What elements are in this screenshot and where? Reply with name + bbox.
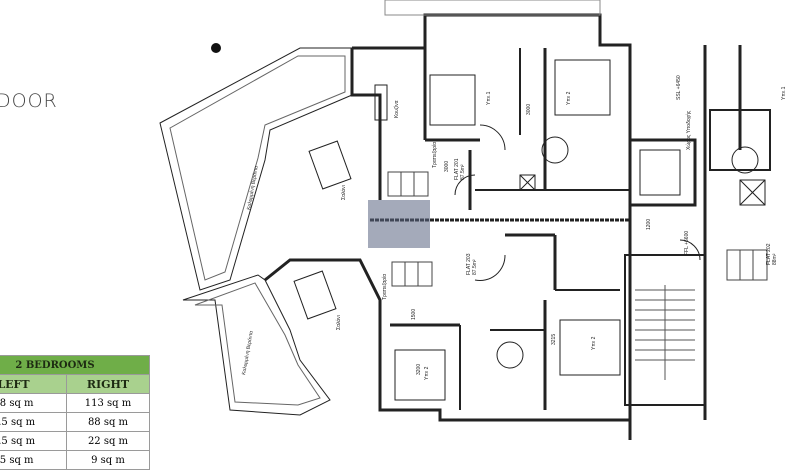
dim-label: 3215: [551, 334, 557, 345]
svg-text:FLAT 201: FLAT 201: [454, 158, 460, 180]
north-marker: [211, 43, 221, 53]
bed1-label-2: Υπν.1: [781, 86, 787, 100]
svg-text:87.5m²: 87.5m²: [460, 164, 466, 180]
selection-overlay: [368, 200, 430, 248]
svg-text:87.5m²: 87.5m²: [472, 259, 478, 275]
dining-label-2: Τραπεζαρία: [382, 274, 388, 300]
ffl-label: FFL +6600: [684, 231, 690, 255]
veranda-lower: [182, 274, 331, 416]
table-title: 2 BEDROOMS: [0, 355, 150, 375]
svg-text:88m²: 88m²: [772, 253, 778, 265]
cell: 88 sq m: [66, 412, 150, 432]
table-row: 7.5 sq m88 sq m: [0, 412, 150, 432]
dim-label: 3200: [416, 364, 422, 375]
cell: 9 sq m: [66, 450, 150, 470]
living-label-2: Σαλόνι: [335, 315, 342, 330]
bed1-label: Υπν.1: [486, 91, 492, 105]
dining-label: Τραπεζαρία: [432, 142, 438, 168]
dim-label: 1200: [646, 219, 652, 230]
veranda-upper: [159, 47, 353, 291]
living-label: Σαλόνι: [340, 185, 347, 200]
bed2-label: Υπν 2: [566, 91, 572, 105]
table-row: 15 sq m9 sq m: [0, 450, 150, 470]
veranda-label: Καλυμμένη Βεράντα: [245, 165, 260, 210]
bed2-label-2: Υπν 2: [591, 336, 597, 350]
kitchen-label: Κουζίνα: [394, 100, 400, 118]
veranda-label-2: Καλυμμένη Βεράντα: [240, 330, 255, 375]
flat-202-label: FLAT 202 88m²: [766, 243, 778, 265]
flat-201-label: FLAT 201 87.5m²: [454, 158, 466, 180]
lobby-label: Χώρος Υποδοχής: [685, 110, 692, 150]
dim-label: 1500: [411, 309, 417, 320]
ssl-label: SSL +6450: [676, 75, 682, 100]
column-header: RIGHT: [66, 374, 150, 394]
column-header: LEFT: [0, 374, 67, 394]
dim-label: 3000: [444, 161, 450, 172]
svg-text:FLAT 202: FLAT 202: [766, 243, 772, 265]
floor-title: DOOR: [0, 90, 58, 112]
cell: 15 sq m: [0, 450, 67, 470]
floor-plan: FLAT 201 87.5m² FLAT 203 87.5m² FLAT 202…: [159, 0, 787, 440]
svg-text:FLAT 203: FLAT 203: [466, 253, 472, 275]
table-row: 5.5 sq m22 sq m: [0, 431, 150, 451]
cell: 113 sq m: [66, 393, 150, 413]
cell: 7.5 sq m: [0, 412, 67, 432]
dim-label: 3000: [526, 104, 532, 115]
cell: 28 sq m: [0, 393, 67, 413]
bed2-label-3: Υπν 2: [424, 366, 430, 380]
flat-203-label: FLAT 203 87.5m²: [466, 253, 478, 275]
